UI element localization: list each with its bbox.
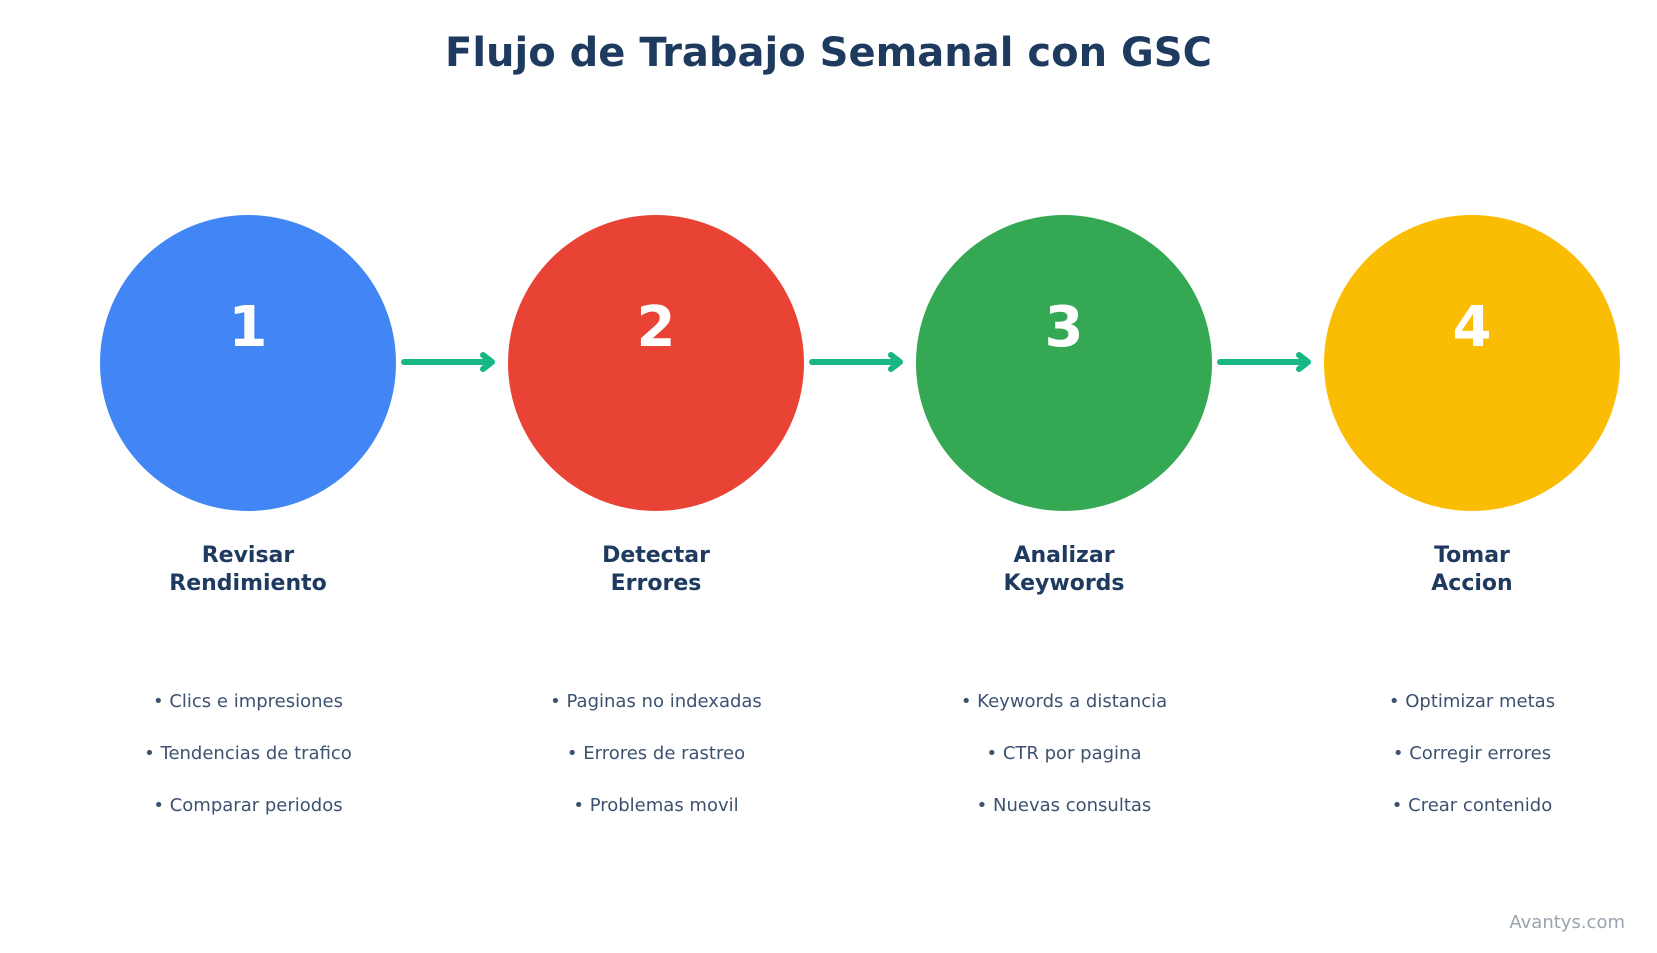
step-3-title-line-1: Analizar: [1013, 543, 1115, 568]
arrow-right-icon: [1217, 352, 1311, 372]
arrow-right-icon: [401, 352, 495, 372]
list-item: • Crear contenido: [1391, 795, 1553, 816]
step-4-bullets: • Optimizar metas • Corregir errores • C…: [1312, 690, 1632, 846]
step-1-title-line-2: Rendimiento: [169, 571, 327, 596]
step-3-circle: 3: [916, 215, 1212, 511]
list-item: • Errores de rastreo: [566, 743, 746, 764]
step-3-title-line-2: Keywords: [1003, 571, 1125, 596]
step-2-title-line-1: Detectar: [602, 543, 710, 568]
step-2-title: Detectar Errores: [506, 542, 806, 598]
step-1-number: 1: [228, 295, 268, 360]
list-item: • Problemas movil: [573, 795, 739, 816]
step-4-title: Tomar Accion: [1322, 542, 1622, 598]
step-2-number: 2: [636, 295, 676, 360]
list-item: • CTR por pagina: [986, 743, 1142, 764]
list-item: • Paginas no indexadas: [550, 691, 762, 712]
step-2-bullets: • Paginas no indexadas • Errores de rast…: [496, 690, 816, 846]
step-4-title-line-1: Tomar: [1434, 543, 1510, 568]
list-item: • Optimizar metas: [1388, 691, 1556, 712]
step-2-title-line-2: Errores: [610, 571, 702, 596]
list-item: • Keywords a distancia: [960, 691, 1168, 712]
list-item: • Corregir errores: [1392, 743, 1552, 764]
page-title: Flujo de Trabajo Semanal con GSC: [445, 30, 1212, 76]
step-1-circle: 1: [100, 215, 396, 511]
arrow-right-icon: [809, 352, 903, 372]
step-3-bullets: • Keywords a distancia • CTR por pagina …: [904, 690, 1224, 846]
list-item: • Clics e impresiones: [153, 691, 343, 712]
step-4-number: 4: [1452, 295, 1492, 360]
step-3-number: 3: [1044, 295, 1084, 360]
list-item: • Comparar periodos: [153, 795, 343, 816]
step-4-circle: 4: [1324, 215, 1620, 511]
step-4-title-line-2: Accion: [1431, 571, 1513, 596]
step-1-title: Revisar Rendimiento: [98, 542, 398, 598]
step-3-title: Analizar Keywords: [914, 542, 1214, 598]
step-1-title-line-1: Revisar: [201, 543, 295, 568]
step-1-bullets: • Clics e impresiones • Tendencias de tr…: [88, 690, 408, 846]
list-item: • Nuevas consultas: [976, 795, 1152, 816]
step-2-circle: 2: [508, 215, 804, 511]
footer-brand: Avantys.com: [1509, 912, 1625, 933]
list-item: • Tendencias de trafico: [144, 743, 352, 764]
